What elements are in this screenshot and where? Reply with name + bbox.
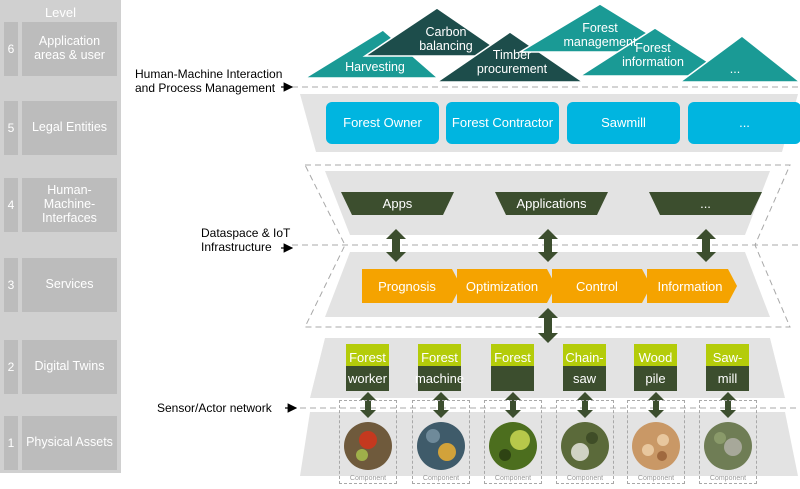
carbon-triangle: [362, 7, 510, 57]
entity-sawmill: Sawmill: [567, 102, 680, 144]
apps-shape: [341, 192, 454, 215]
component-label: Component: [709, 475, 747, 482]
twin-sawmill-bottom: mill: [706, 366, 749, 391]
component-frame: [556, 400, 614, 484]
interface-apps: Apps: [382, 196, 413, 211]
dataspace-label-line2: Infrastructure: [201, 240, 272, 255]
level-3: 3 Services: [4, 258, 117, 312]
component-frame: [339, 400, 397, 484]
service-control: Control: [576, 278, 618, 294]
component-label: Component: [637, 475, 675, 482]
twin-wood-pile-bottom: pile: [634, 366, 677, 391]
asset-photos: [344, 422, 752, 470]
level-column: Level 6 Application areas & user 5 Legal…: [0, 0, 121, 473]
component-label: Component: [422, 475, 460, 482]
entity-forest-contractor: Forest Contractor: [446, 102, 559, 144]
level-number: 3: [4, 258, 18, 312]
twin-forest-machine-bottom: machine: [415, 366, 464, 391]
entity-ellipsis: ...: [688, 102, 800, 144]
service-information: Information: [657, 278, 723, 294]
prognosis-shape: [362, 269, 461, 303]
level-number: 4: [4, 178, 18, 232]
dataspace-boundary: [304, 164, 791, 328]
sensor-label: Sensor/Actor network: [157, 401, 272, 415]
area-ellipsis: ...: [729, 62, 741, 76]
twin-chainsaw-bottom: saw: [563, 366, 606, 391]
double-arrow: [538, 308, 558, 343]
area-carbon-balancing: Carbon balancing: [419, 25, 473, 53]
level-number: 2: [4, 340, 18, 394]
level-number: 1: [4, 416, 18, 470]
optimization-shape: [457, 269, 556, 303]
level-5: 5 Legal Entities: [4, 101, 117, 155]
level-name: Digital Twins: [22, 340, 117, 394]
information-shape: [647, 269, 737, 303]
level-number: 6: [4, 22, 18, 76]
area-harvesting: Harvesting: [345, 60, 405, 74]
twin-forest-machine-top: Forest: [418, 344, 461, 370]
hmi-label: Human-Machine Interaction and Process Ma…: [135, 67, 282, 96]
hmi-label-line1: Human-Machine Interaction: [135, 67, 283, 81]
double-arrow: [386, 229, 406, 262]
double-arrow: [696, 229, 716, 262]
timber-triangle: [434, 31, 586, 83]
component-frame: [484, 400, 542, 484]
interfaces-ellipsis-shape: [649, 192, 762, 215]
twin-forest-worker-top: Forest: [346, 344, 389, 370]
double-arrow: [433, 392, 449, 418]
dataspace-label-line1: Dataspace & IoT: [201, 226, 291, 240]
twin-forest-worker-bottom: worker: [346, 366, 389, 391]
interface-applications: Applications: [516, 196, 587, 211]
area-forest-management: Forest management: [563, 21, 637, 49]
applications-shape: [495, 192, 608, 215]
component-frame: [412, 400, 470, 484]
area-forest-information: Forest information: [622, 41, 684, 69]
area-timber-procurement: Timber procurement: [476, 48, 548, 76]
component-label: Component: [566, 475, 604, 482]
double-arrow: [720, 392, 736, 418]
level-name: Services: [22, 258, 117, 312]
service-optimization: Optimization: [465, 278, 539, 294]
dataspace-label: Dataspace & IoT Infrastructure: [201, 226, 290, 255]
twin-chainsaw-top: Chain-: [563, 344, 606, 370]
connector-arrows: [360, 229, 736, 418]
forest-information-triangle: [577, 27, 733, 77]
double-arrow: [505, 392, 521, 418]
twin-wood-pile-top: Wood: [634, 344, 677, 370]
hmi-label-line2: and Process Management: [135, 81, 276, 96]
entity-forest-owner: Forest Owner: [326, 102, 439, 144]
twin-sawmill-top: Saw-: [706, 344, 749, 370]
twin-forest-top: Forest: [491, 344, 534, 370]
component-frame: [699, 400, 757, 484]
ellipsis-triangle: [677, 35, 800, 83]
double-arrow: [648, 392, 664, 418]
component-label: Component: [349, 475, 387, 482]
twin-forest-bottom: [491, 366, 534, 391]
interface-ellipsis: ...: [700, 196, 711, 211]
level-1: 1 Physical Assets: [4, 416, 117, 470]
service-prognosis: Prognosis: [378, 278, 436, 294]
level-name: Legal Entities: [22, 101, 117, 155]
component-frame: [627, 400, 685, 484]
level-name: Human-Machine-Interfaces: [22, 178, 117, 232]
double-arrow: [577, 392, 593, 418]
level-6: 6 Application areas & user: [4, 22, 117, 76]
level-number: 5: [4, 101, 18, 155]
level-header: Level: [44, 5, 77, 20]
level-2: 2 Digital Twins: [4, 340, 117, 394]
double-arrow: [360, 392, 376, 418]
level-name: Physical Assets: [22, 416, 117, 470]
double-arrow: [538, 229, 558, 262]
component-label: Component: [494, 475, 532, 482]
level-name: Application areas & user: [22, 22, 117, 76]
wood-pile-photo: [632, 422, 680, 470]
control-shape: [552, 269, 651, 303]
level-4: 4 Human-Machine-Interfaces: [4, 178, 117, 232]
